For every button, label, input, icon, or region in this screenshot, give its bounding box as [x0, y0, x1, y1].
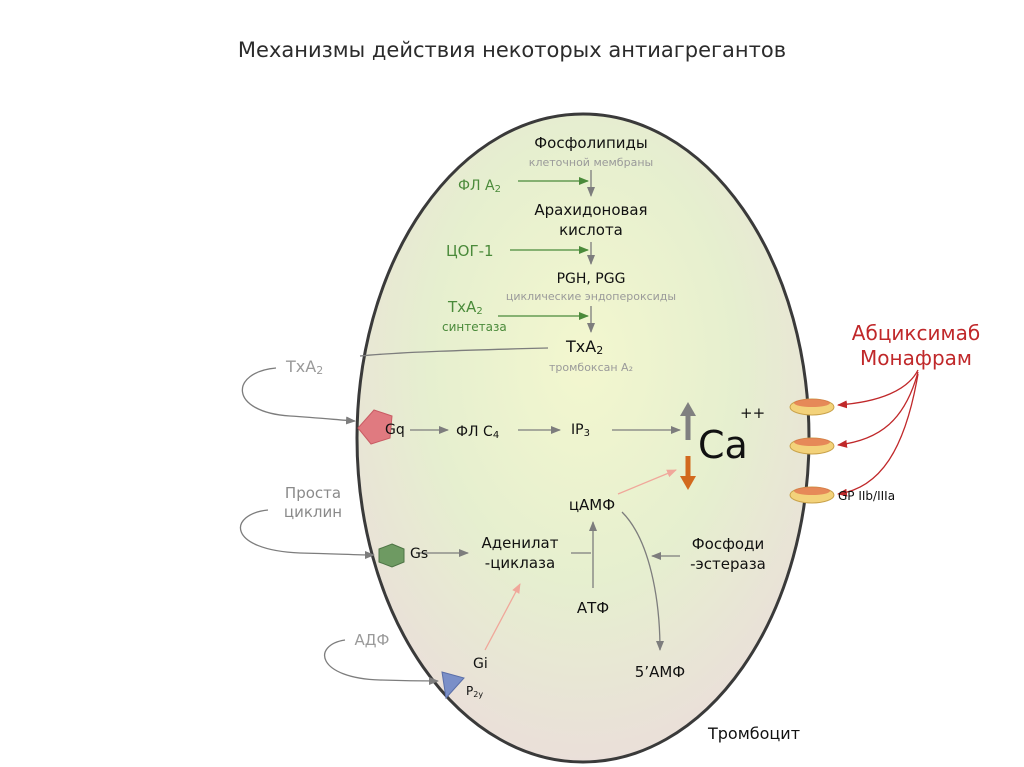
- p2y-label: P2y: [466, 684, 483, 699]
- synthase-word-label: синтетаза: [442, 320, 507, 334]
- calcium-label: Ca: [698, 423, 748, 467]
- platelet-label: Тромбоцит: [707, 724, 800, 743]
- arrow-drug-to-gp2: [837, 371, 919, 448]
- membrane-label: клеточной мембраны: [529, 156, 653, 169]
- txa2-synthase-label: TxA2: [447, 298, 483, 317]
- arrow-prostacyclin-to-gs: [239, 509, 375, 559]
- p2y-receptor-icon: [441, 671, 465, 700]
- arrow-adp-to-p2y: [324, 639, 439, 685]
- prostacyclin-label-2: циклин: [284, 503, 342, 521]
- phospholipids-label: Фосфолипиды: [534, 134, 647, 152]
- gp-receptor-1: [789, 398, 835, 416]
- drug-label-2: Монафрам: [860, 346, 972, 370]
- endoperoxides-label: циклические эндопероксиды: [506, 290, 676, 303]
- ca-down-arrow-head: [680, 476, 696, 490]
- arachidonic-label-2: кислота: [559, 221, 623, 239]
- camp-label: цАМФ: [569, 496, 615, 514]
- gp-receptor-3: [789, 486, 835, 504]
- line-txa2-out: [359, 347, 549, 357]
- page-title: Механизмы действия некоторых антиагреган…: [237, 38, 787, 62]
- txa2-label: TxA2: [565, 337, 603, 357]
- pgh-label: PGH, PGG: [557, 271, 626, 287]
- gs-receptor-icon: [378, 543, 405, 568]
- ca-up-arrow-head: [680, 402, 696, 416]
- pde-label-1: Фосфоди: [692, 535, 764, 553]
- gp-receptor-2: [789, 437, 835, 455]
- adenylate-label-1: Аденилат: [482, 534, 559, 552]
- thromboxane-label: тромбоксан А₂: [549, 361, 633, 374]
- prostacyclin-label-1: Проста: [285, 484, 341, 502]
- plc-label: ФЛ С4: [456, 424, 499, 441]
- pla2-label: ФЛ А2: [458, 178, 501, 195]
- amp-label: 5’АМФ: [635, 663, 686, 681]
- atp-label: АТФ: [577, 599, 609, 617]
- gq-label: Gq: [385, 422, 405, 438]
- arrow-drug-to-gp3: [837, 373, 919, 497]
- gi-label: Gi: [473, 656, 488, 672]
- gs-label: Gs: [410, 546, 428, 562]
- arrow-gi-to-ac: [484, 583, 521, 651]
- ip3-label: IP3: [571, 422, 590, 439]
- adp-label: АДФ: [355, 631, 390, 649]
- gq-receptor-icon: [357, 409, 393, 445]
- drug-label-1: Абциксимаб: [852, 321, 980, 345]
- pde-label-2: -эстераза: [690, 555, 766, 573]
- adenylate-label-2: -циклаза: [485, 554, 555, 572]
- arrow-camp-to-amp: [621, 511, 664, 651]
- arrow-txa2-to-gq: [241, 367, 356, 425]
- gp-label: GP IIb/IIIa: [838, 489, 895, 503]
- txa2-signal-label: TxA2: [285, 357, 323, 377]
- cox1-label: ЦОГ-1: [446, 242, 494, 260]
- arachidonic-label-1: Арахидоновая: [534, 201, 647, 219]
- calcium-charge-label: ++: [740, 404, 765, 422]
- arrow-camp-to-ca: [617, 469, 677, 495]
- arrow-drug-to-gp1: [837, 369, 919, 409]
